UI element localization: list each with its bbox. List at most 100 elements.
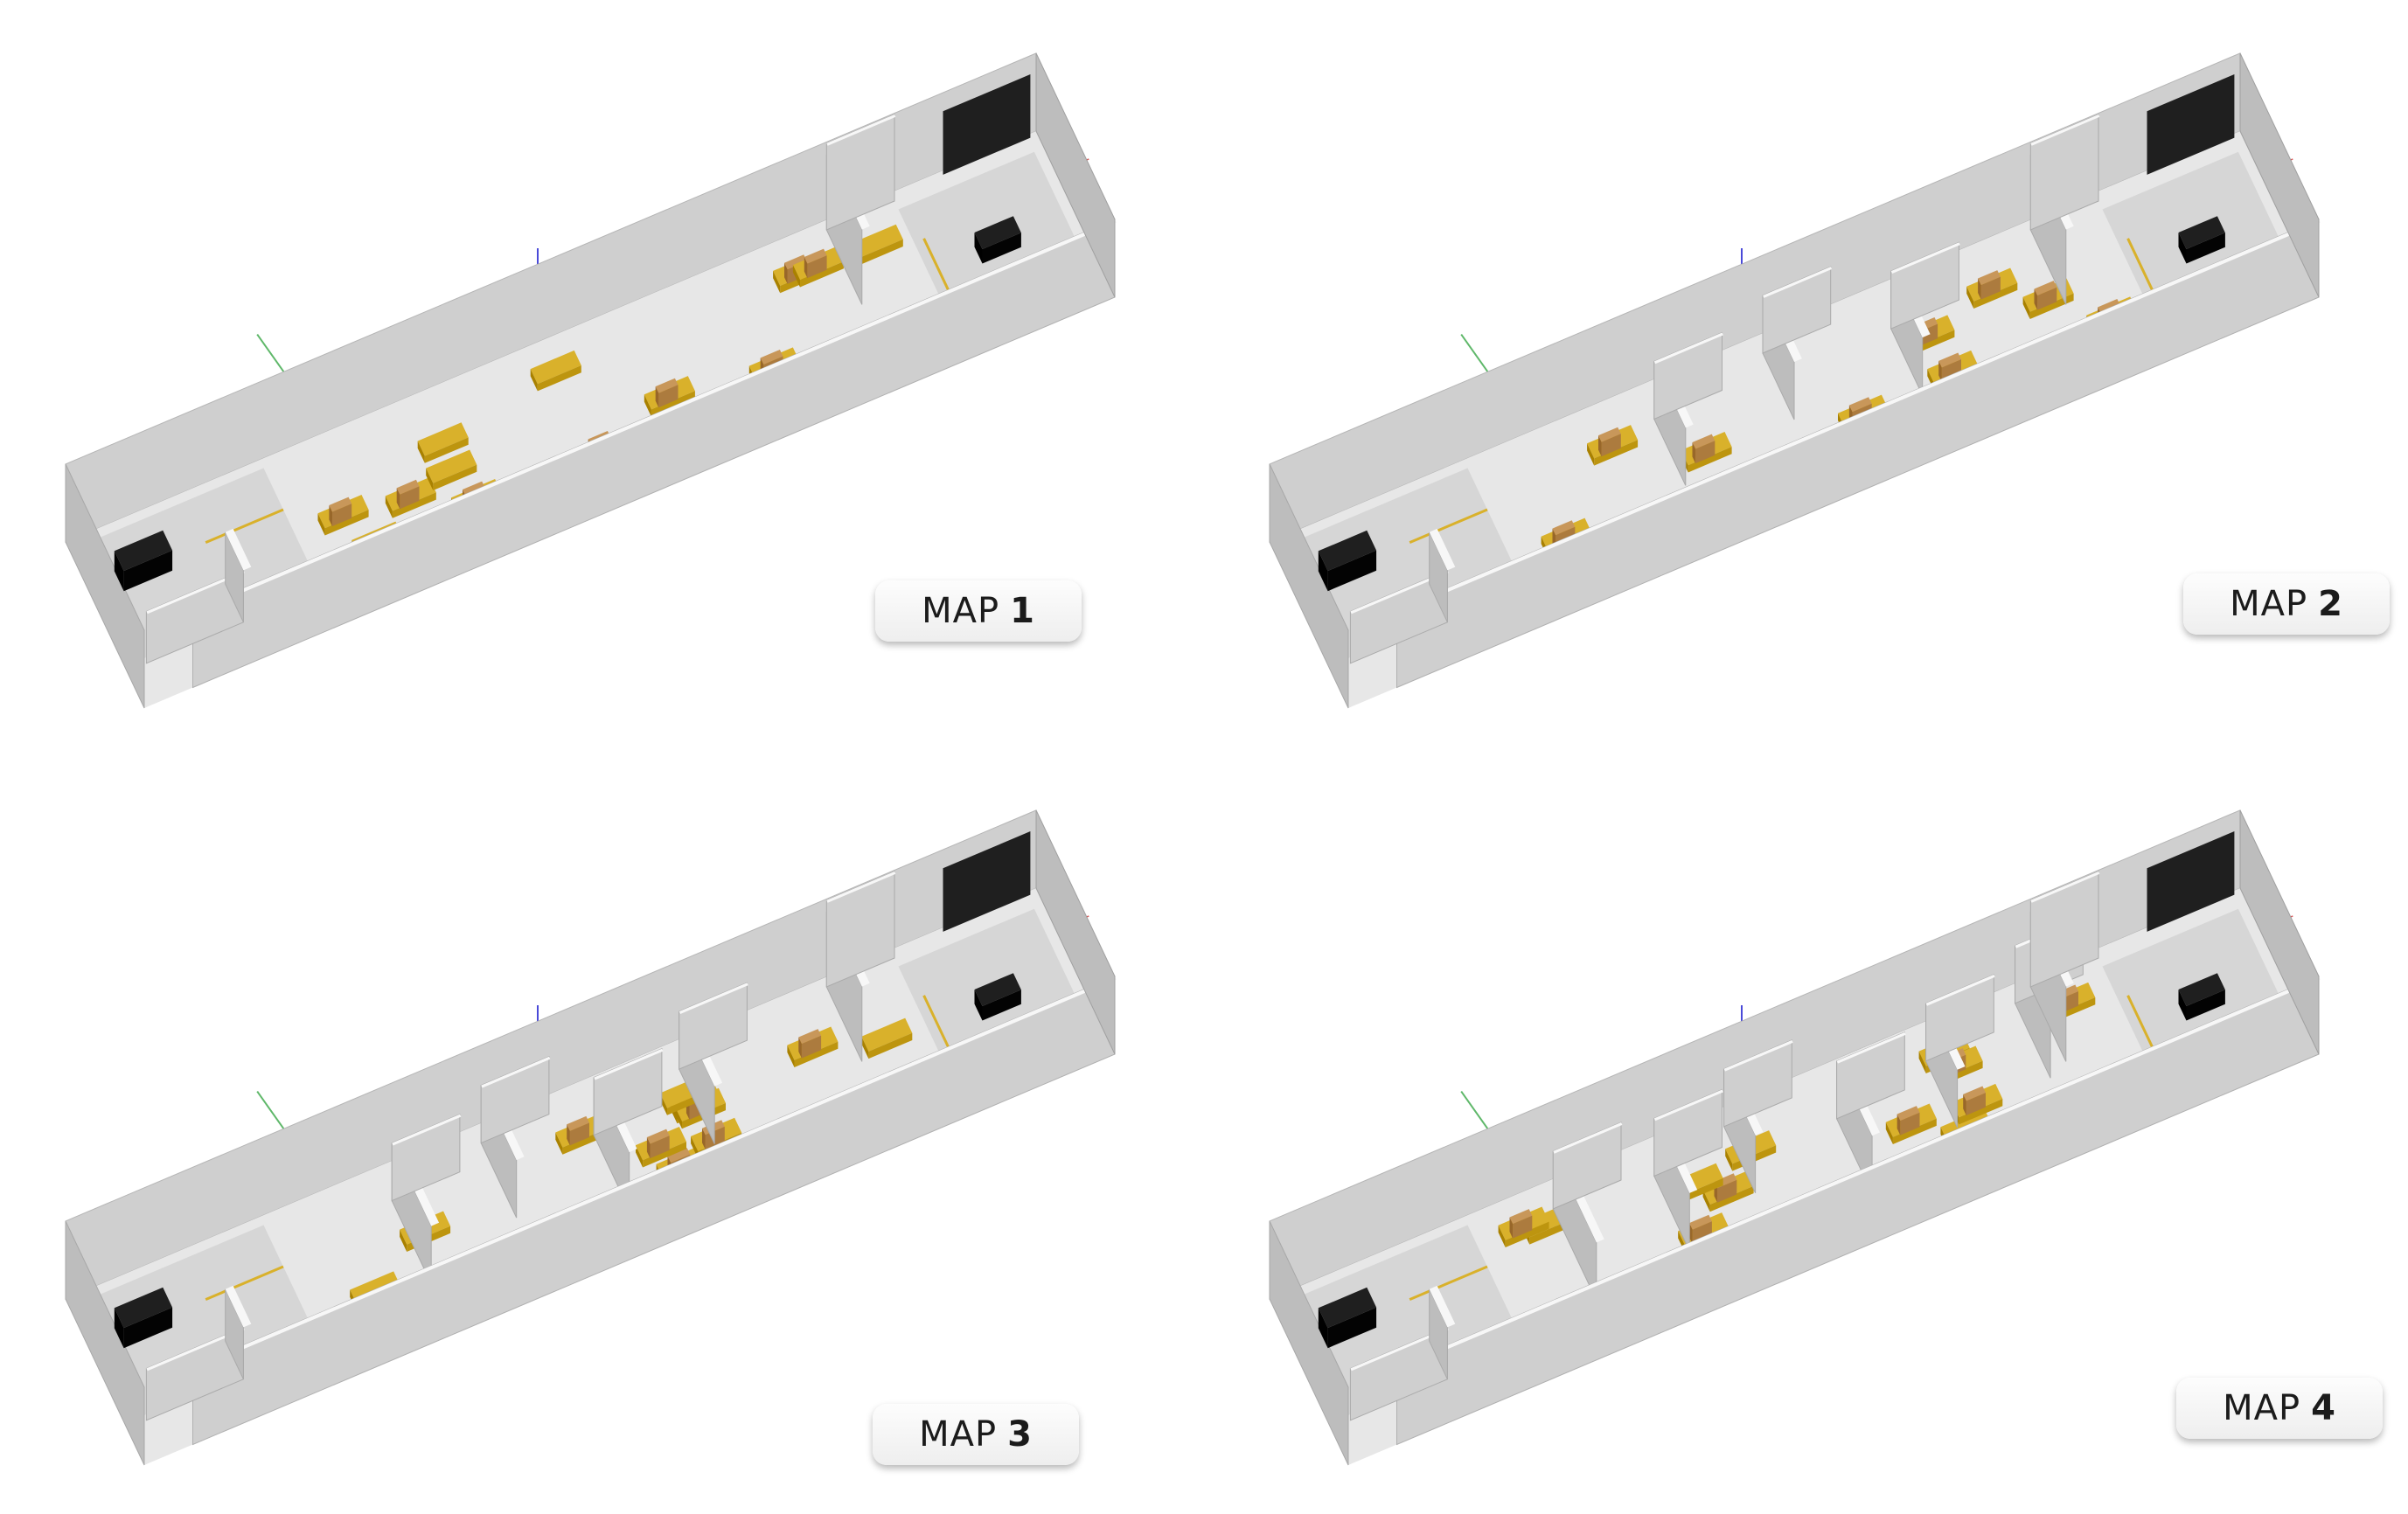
interior-wall-top <box>1763 267 1833 298</box>
cardboard-box-side <box>804 257 808 279</box>
cardboard-box-front <box>650 1136 670 1159</box>
pallet-rack-front <box>2029 293 2074 319</box>
machine-block-front <box>1327 550 1377 592</box>
office-wall <box>1429 531 1448 623</box>
floor-marking <box>205 508 284 544</box>
pallet-rack-side <box>385 496 393 518</box>
pallet-rack-front <box>794 1041 839 1067</box>
cardboard-box <box>784 254 807 270</box>
map-label-word: MAP <box>2223 1388 2301 1428</box>
pallet-rack-front <box>643 1142 686 1168</box>
pallet-rack <box>852 224 903 258</box>
map-label-number: 3 <box>1007 1414 1033 1455</box>
loading-bay-wall <box>943 831 1031 932</box>
map-label-number: 1 <box>1010 591 1035 631</box>
loading-bay-wall <box>2147 74 2235 175</box>
cardboard-box <box>646 1129 670 1144</box>
warehouse-render-1 <box>65 52 1117 709</box>
floor-zone-left <box>88 1225 319 1416</box>
cardboard-box <box>655 378 679 393</box>
pallet-rack-front <box>1679 1177 1723 1205</box>
machine-block <box>2178 216 2225 249</box>
office-wall-top <box>1350 1327 1449 1372</box>
pallet-rack-front <box>1892 1118 1937 1144</box>
pallet-rack-side <box>400 1229 407 1252</box>
cardboard-box-front <box>569 1122 589 1146</box>
bay-partition-wall-top <box>826 115 896 146</box>
right-end-wall <box>2239 809 2320 1055</box>
pallet-rack <box>426 449 477 483</box>
cardboard-box-side <box>1692 442 1696 464</box>
pallet-rack-side <box>1702 1189 1710 1212</box>
office-wall-top <box>225 528 252 571</box>
machine-block <box>2178 973 2225 1006</box>
pallet-rack-front <box>859 239 903 266</box>
machine-block-side <box>2178 233 2187 264</box>
pallet-rack-front <box>651 391 695 417</box>
cardboard-box-front <box>807 255 827 279</box>
front-wall-top <box>192 219 1117 614</box>
pallet-rack <box>861 1017 913 1052</box>
machine-block-side <box>2178 990 2187 1021</box>
right-end-wall <box>1035 52 1116 298</box>
office-wall <box>1429 1288 1448 1380</box>
office-wall-top <box>1350 570 1449 615</box>
cardboard-box <box>2034 281 2057 296</box>
interior-wall-top <box>1836 1031 1906 1064</box>
cardboard-box-front <box>332 504 352 527</box>
interior-wall-top <box>481 1056 551 1088</box>
cardboard-box <box>798 1029 822 1045</box>
loading-bay-wall <box>2147 831 2235 932</box>
pallet-rack-side <box>691 1136 699 1159</box>
cardboard-box-side <box>1938 360 1942 382</box>
cardboard-box <box>567 1115 589 1131</box>
floor-zone-left <box>1292 1225 1523 1416</box>
interior-wall-top <box>1925 974 1995 1006</box>
cardboard-box <box>1692 434 1716 449</box>
cardboard-box-front <box>801 1035 822 1059</box>
cardboard-box-side <box>1509 1217 1514 1239</box>
cardboard-box <box>1598 427 1621 442</box>
machine-block-front <box>2186 990 2225 1021</box>
pallet-rack-front <box>324 510 369 536</box>
cardboard-box <box>396 479 420 495</box>
pallet-rack-side <box>644 394 651 417</box>
cardboard-box <box>1689 1214 1712 1230</box>
pallet-rack-side <box>2022 296 2030 319</box>
pallet-rack-side <box>417 441 425 463</box>
warehouse-render-3 <box>65 809 1117 1466</box>
loading-bay-wall <box>943 74 1031 175</box>
office-wall-top <box>1429 1285 1456 1328</box>
warehouse-render-2 <box>1269 52 2321 709</box>
cardboard-box <box>1509 1209 1533 1225</box>
left-end-wall <box>1269 1220 1349 1466</box>
cardboard-box <box>804 248 827 264</box>
cardboard-box-front <box>1695 441 1716 464</box>
cardboard-box-side <box>655 386 659 408</box>
cardboard-box-side <box>567 1124 570 1146</box>
machine-block-front <box>982 233 1021 264</box>
machine-block-front <box>123 1307 173 1349</box>
pallet-rack-front <box>1594 440 1639 466</box>
pallet-rack-side <box>674 1106 682 1129</box>
floor-marking <box>205 1265 284 1301</box>
cardboard-box-front <box>1966 1093 1986 1115</box>
cardboard-box-front <box>1513 1215 1533 1239</box>
machine-block-front <box>1327 1307 1377 1349</box>
map-label-word: MAP <box>2230 584 2308 624</box>
office-wall-top <box>146 1327 245 1372</box>
pallet-rack-side <box>1498 1225 1506 1247</box>
pallet-rack-side <box>555 1132 563 1155</box>
office-wall-top <box>146 570 245 615</box>
pallet-rack-side <box>426 468 434 490</box>
cardboard-box-side <box>1598 435 1602 457</box>
pallet-rack-front <box>424 437 469 463</box>
pallet-rack <box>417 422 469 456</box>
office-wall-top <box>225 1285 252 1328</box>
pallet-rack <box>530 350 581 385</box>
machine-block <box>974 216 1021 249</box>
right-end-wall <box>2239 52 2320 298</box>
map-label-word: MAP <box>919 1414 998 1455</box>
